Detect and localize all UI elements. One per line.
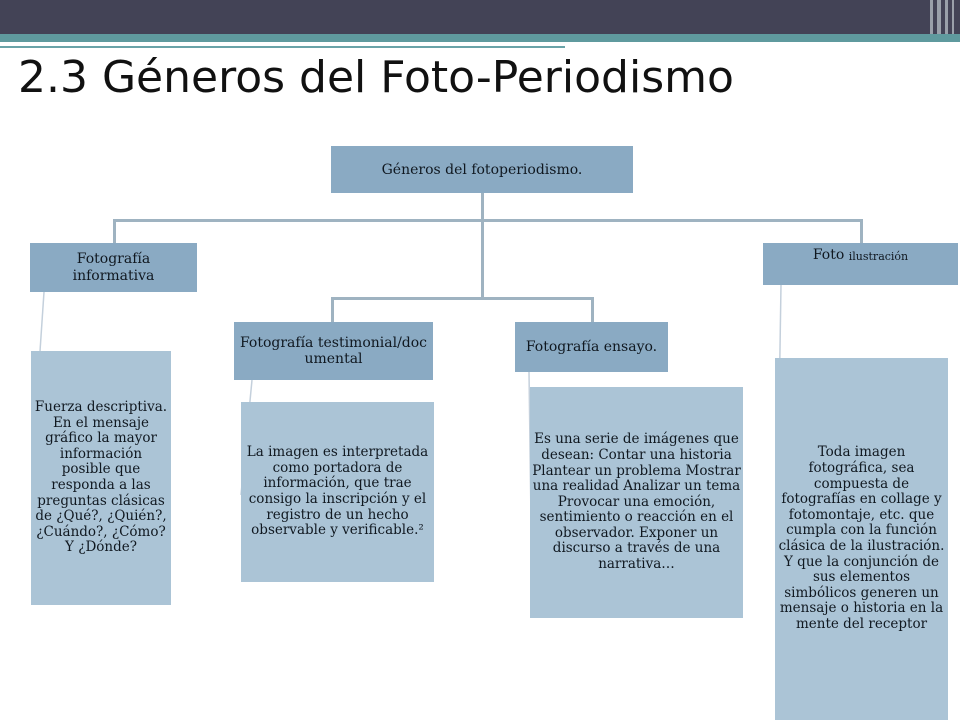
branch-node-ensayo: Fotografía ensayo. xyxy=(515,322,668,372)
branch-node-informativa: Fotografía informativa xyxy=(30,243,197,292)
description-text-ilustracion: Toda imagen fotográfica, sea compuesta d… xyxy=(778,444,945,632)
branch-node-ilustracion: Foto ilustración xyxy=(763,243,958,285)
header-underline xyxy=(0,46,565,48)
connector-to-ilustracion xyxy=(860,219,863,243)
branch-label-ilustracion-main: Foto xyxy=(812,247,845,263)
header-accent-band xyxy=(0,34,960,42)
header-stripe-4 xyxy=(952,0,954,34)
connector-to-informativa xyxy=(113,219,116,243)
branch-label-informativa: Fotografía informativa xyxy=(72,250,155,284)
header-bar xyxy=(0,0,960,34)
header-stripe-1 xyxy=(930,0,933,34)
connector-center-down xyxy=(481,219,484,299)
branch-label-ensayo: Fotografía ensayo. xyxy=(525,339,658,355)
connector-to-testimonial xyxy=(331,297,334,322)
slide-title: 2.3 Géneros del Foto-Periodismo xyxy=(18,52,734,103)
header-stripe-2 xyxy=(937,0,941,34)
header-divider-right xyxy=(575,42,887,46)
description-text-ensayo: Es una serie de imágenes que desean: Con… xyxy=(532,431,741,573)
header-divider-left xyxy=(0,42,560,46)
connector-top-horizontal xyxy=(113,219,863,222)
branch-label-testimonial: Fotografía testimonial/documental xyxy=(239,335,428,367)
connector-mid-horizontal xyxy=(331,297,594,300)
description-ensayo: Es una serie de imágenes que desean: Con… xyxy=(530,387,743,618)
description-ilustracion: Toda imagen fotográfica, sea compuesta d… xyxy=(775,358,948,720)
connector-root-down xyxy=(481,193,484,221)
diagram-root-node: Géneros del fotoperiodismo. xyxy=(331,146,633,193)
description-testimonial: La imagen es interpretada como portadora… xyxy=(241,402,434,582)
connector-to-ensayo xyxy=(591,297,594,322)
diagram-root-label: Géneros del fotoperiodismo. xyxy=(381,161,583,178)
description-text-testimonial: La imagen es interpretada como portadora… xyxy=(246,444,429,539)
description-text-informativa: Fuerza descriptiva. En el mensaje gráfic… xyxy=(34,399,168,556)
description-informativa: Fuerza descriptiva. En el mensaje gráfic… xyxy=(31,351,171,605)
branch-node-testimonial: Fotografía testimonial/documental xyxy=(234,322,433,380)
branch-label-ilustracion-small: ilustración xyxy=(848,250,909,263)
header-stripe-3 xyxy=(945,0,948,34)
